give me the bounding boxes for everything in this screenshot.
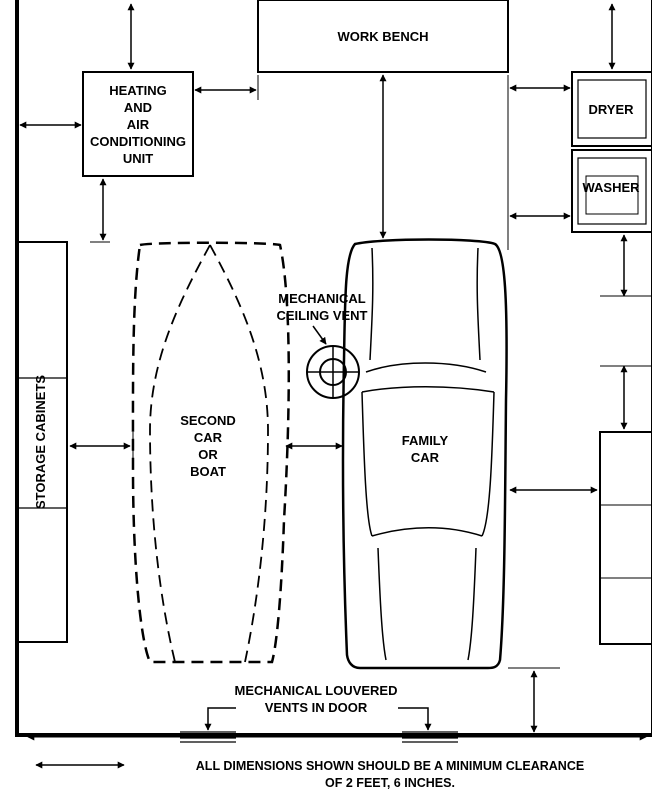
storage-cabinets: STORAGE CABINETS bbox=[16, 241, 68, 643]
ceiling-vent-label-line-1: MECHANICAL bbox=[278, 291, 365, 306]
legend-text-line-1: ALL DIMENSIONS SHOWN SHOULD BE A MINIMUM… bbox=[196, 759, 584, 773]
dryer: DRYER bbox=[571, 71, 652, 147]
mechanical-ceiling-vent: MECHANICAL CEILING VENT bbox=[276, 291, 368, 399]
dryer-label: DRYER bbox=[588, 102, 634, 117]
louvered-vents-label-line-2: VENTS IN DOOR bbox=[265, 700, 368, 715]
second-car-label-line-1: SECOND bbox=[180, 413, 236, 428]
washer: WASHER bbox=[571, 149, 652, 233]
legend: ALL DIMENSIONS SHOWN SHOULD BE A MINIMUM… bbox=[35, 759, 584, 790]
storage-cabinets-label: STORAGE CABINETS bbox=[33, 375, 48, 509]
clearance-arrows bbox=[19, 3, 628, 733]
family-car-label-line-1: FAMILY bbox=[402, 433, 449, 448]
family-car-label-line-2: CAR bbox=[411, 450, 440, 465]
right-wall-unit bbox=[599, 431, 652, 645]
work-bench-label: WORK BENCH bbox=[338, 29, 429, 44]
second-car-or-boat: SECOND CAR OR BOAT bbox=[131, 241, 291, 664]
second-car-label-line-4: BOAT bbox=[190, 464, 226, 479]
heating-label-line-4: CONDITIONING bbox=[90, 134, 186, 149]
washer-label: WASHER bbox=[582, 180, 640, 195]
family-car: FAMILY CAR bbox=[341, 238, 508, 670]
extension-lines bbox=[90, 75, 652, 669]
work-bench: WORK BENCH bbox=[257, 0, 509, 73]
heating-label-line-5: UNIT bbox=[123, 151, 153, 166]
heating-label-line-2: AND bbox=[124, 100, 152, 115]
heating-ac-unit: HEATING AND AIR CONDITIONING UNIT bbox=[82, 71, 194, 177]
heating-label-line-3: AIR bbox=[127, 117, 150, 132]
louvered-vents-label-line-1: MECHANICAL LOUVERED bbox=[235, 683, 398, 698]
second-car-label-line-2: CAR bbox=[194, 430, 223, 445]
louvered-door-vents: MECHANICAL LOUVERED VENTS IN DOOR bbox=[180, 683, 458, 743]
ceiling-vent-label-line-2: CEILING VENT bbox=[276, 308, 367, 323]
heating-label-line-1: HEATING bbox=[109, 83, 167, 98]
second-car-label-line-3: OR bbox=[198, 447, 218, 462]
legend-text-line-2: OF 2 FEET, 6 INCHES. bbox=[325, 776, 455, 790]
